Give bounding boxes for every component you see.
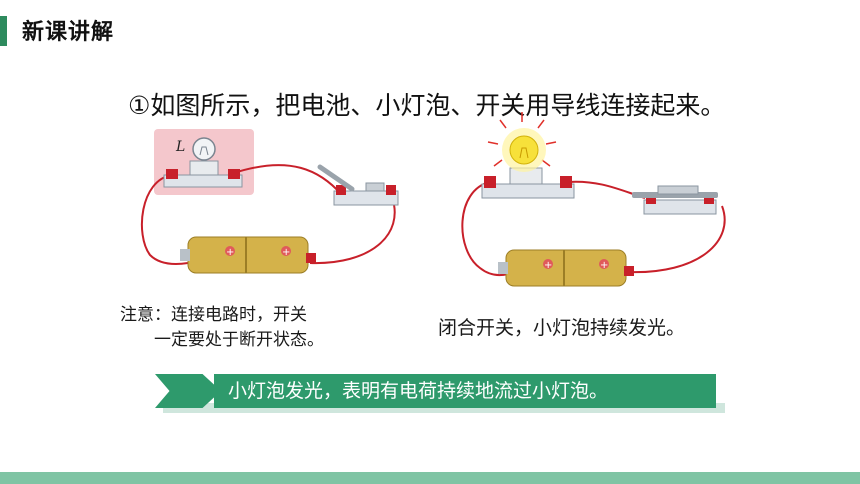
svg-text:+: +	[600, 260, 608, 271]
svg-text:+: +	[282, 247, 290, 258]
wire	[233, 164, 343, 196]
footer-bar	[0, 472, 860, 484]
bulb-icon	[192, 137, 216, 161]
conclusion-banner: 小灯泡发光，表明有电荷持续地流过小灯泡。	[214, 374, 716, 408]
page-title: 新课讲解	[22, 20, 115, 45]
wire	[461, 181, 509, 277]
header-accent-bar	[0, 16, 7, 46]
open-circuit-diagram: L + +	[140, 129, 399, 274]
switch-note-line2: 一定要处于断开状态。	[154, 330, 324, 350]
battery-icon: + +	[498, 249, 634, 287]
bulb-label: L	[175, 139, 185, 155]
closed-circuit-diagram: + +	[461, 112, 726, 287]
wire	[309, 196, 396, 265]
battery-icon: + +	[180, 236, 316, 274]
wire	[625, 205, 726, 274]
switch-icon	[317, 164, 399, 206]
result-caption: 闭合开关，小灯泡持续发光。	[438, 317, 686, 339]
svg-text:+: +	[544, 260, 552, 271]
step-instruction: ①如图所示，把电池、小灯泡、开关用导线连接起来。	[128, 91, 726, 120]
banner-shadow	[163, 403, 725, 413]
bulb-icon	[502, 128, 546, 172]
light-rays	[487, 112, 557, 167]
svg-text:+: +	[226, 247, 234, 258]
switch-note-line1: 注意：连接电路时，开关	[120, 305, 307, 325]
switch-icon	[632, 185, 718, 215]
wire	[140, 174, 189, 265]
